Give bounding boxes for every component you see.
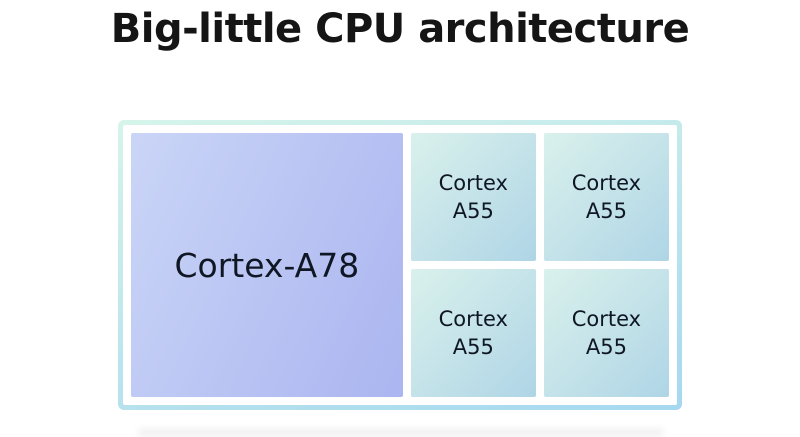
little-core-label-line2: A55 [585, 199, 627, 223]
little-core-block-3: Cortex A55 [410, 269, 536, 397]
little-core-label-line2: A55 [452, 335, 494, 359]
little-core-label-line1: Cortex [438, 306, 508, 331]
cropped-next-row-artifact [138, 428, 664, 437]
little-core-label-line1: Cortex [438, 170, 508, 195]
cpu-cluster-inner: Cortex-A78 Cortex A55 Cortex A55 Cortex … [123, 125, 677, 405]
little-core-block-2: Cortex A55 [543, 133, 669, 261]
big-core-block: Cortex-A78 [131, 133, 403, 397]
little-core-label-line1: Cortex [571, 306, 642, 331]
big-core-label: Cortex-A78 [174, 245, 360, 285]
cpu-cluster-frame: Cortex-A78 Cortex A55 Cortex A55 Cortex … [118, 120, 682, 410]
little-core-label-line2: A55 [585, 335, 627, 359]
little-core-block-4: Cortex A55 [543, 269, 669, 397]
little-core-grid: Cortex A55 Cortex A55 Cortex A55 Cortex … [410, 133, 669, 397]
little-core-label-line1: Cortex [571, 170, 642, 195]
little-core-block-1: Cortex A55 [410, 133, 536, 261]
little-core-label-line2: A55 [452, 199, 494, 223]
page-title: Big-little CPU architecture [110, 6, 690, 52]
